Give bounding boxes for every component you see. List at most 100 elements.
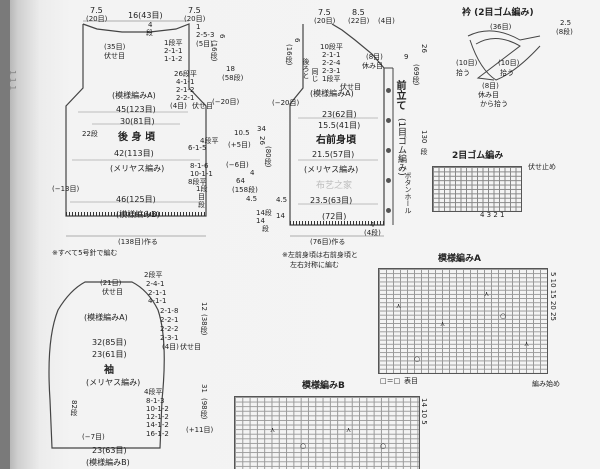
rib-chart-title: 2目ゴム編み bbox=[452, 151, 504, 161]
back-width-30: 30(81目) bbox=[120, 117, 155, 126]
sleeve-pattern-a: (模様編みA) bbox=[84, 313, 128, 322]
sleeve-outline bbox=[48, 281, 165, 449]
sleeve-plus-11: (+11目) bbox=[186, 426, 214, 434]
back-h-kake: 目 bbox=[198, 193, 205, 201]
collar-title: 衿 (2目ゴム編み) bbox=[462, 8, 534, 18]
collar-pick-10a: (10目) bbox=[456, 59, 478, 67]
front-h-4: 4 bbox=[370, 221, 375, 229]
needle-note: ※すべて5号針で編む bbox=[52, 249, 118, 257]
back-sleeve-411: 4-1-1 bbox=[176, 78, 195, 86]
back-dec-1011: 10-1-1 bbox=[190, 170, 213, 178]
binding-text: 1 1 1 bbox=[8, 70, 17, 91]
back-neck-211: 2-1-1 bbox=[164, 47, 183, 55]
sleeve-top-21: (21目) bbox=[100, 279, 122, 287]
collar-rest-label: 休み目 bbox=[478, 91, 499, 99]
sleeve-cap-222: 2-2-2 bbox=[160, 325, 179, 333]
front-side-note: 同じ bbox=[311, 68, 319, 82]
back-h-158dan: (158段) bbox=[232, 186, 258, 194]
back-sleeve-212: 2-1-2 bbox=[176, 86, 195, 94]
sleeve-cap-231: 2-3-1 bbox=[160, 334, 179, 342]
rib-chart-bind-off: 伏せ止め bbox=[528, 163, 556, 171]
back-dec-816: 8-1-6 bbox=[190, 162, 209, 170]
back-sleeve-4: (4目) bbox=[170, 102, 187, 110]
watermark-text: 布艺之家 bbox=[316, 181, 353, 191]
sleeve-width-32: 32(85目) bbox=[92, 338, 127, 347]
front-bottom-76: (76目)作る bbox=[310, 238, 346, 246]
sleeve-pattern-b: (模様編みB) bbox=[86, 458, 130, 467]
front-neck-8: (8目) bbox=[366, 53, 383, 61]
collar-outline bbox=[467, 30, 541, 81]
back-plus-5: (+5目) bbox=[228, 141, 251, 149]
front-pattern-a: (模様編みA) bbox=[310, 89, 354, 98]
front-top-85: 8.5 bbox=[352, 8, 365, 17]
pattern-a-grid bbox=[378, 268, 548, 374]
back-minus-6: (−6目) bbox=[226, 161, 249, 169]
button-4 bbox=[386, 178, 391, 183]
back-side-22dan: 22段 bbox=[82, 130, 98, 138]
front-width-235: 23.5(63目) bbox=[310, 196, 353, 205]
pattern-a-symbol-2: ⋏ bbox=[440, 320, 446, 328]
front-minus-20: (−20目) bbox=[272, 99, 300, 107]
back-neck-253: 2-5-3 bbox=[196, 31, 215, 39]
front-h-4dan: (4段) bbox=[364, 229, 381, 237]
front-neck-fuku: 伏せ目 bbox=[340, 83, 361, 91]
sleeve-cap-411: 4-1-1 bbox=[148, 297, 167, 305]
back-h-4: 4 bbox=[250, 169, 255, 177]
back-armhole-58dan: (58段) bbox=[222, 74, 244, 82]
sleeve-cap-241: 2-4-1 bbox=[146, 280, 165, 288]
sleeve-inc-1612: 16-1-2 bbox=[146, 430, 169, 438]
sleeve-inc-1212: 12-1-2 bbox=[146, 413, 169, 421]
sleeve-top-fuku: 伏せ目 bbox=[102, 288, 123, 296]
button-2 bbox=[386, 118, 391, 123]
back-neck-35: (35目) bbox=[104, 43, 126, 51]
sleeve-top-2dan: 2段平 bbox=[144, 271, 163, 279]
back-top-center-width: 16(43目) bbox=[128, 11, 163, 20]
sleeve-inc-1012: 10-1-2 bbox=[146, 405, 169, 413]
back-minus-13: (−13目) bbox=[52, 185, 80, 193]
front-neck-1dan: 1段平 bbox=[322, 75, 341, 83]
back-shoulder-6: 6 bbox=[218, 34, 226, 39]
back-h-1dan: 1段 bbox=[196, 185, 208, 193]
back-neck-5: (5目) bbox=[196, 40, 213, 48]
back-h-45: 4.5 bbox=[246, 195, 258, 203]
front-top-4: (4目) bbox=[378, 17, 395, 25]
front-top-75: 7.5 bbox=[318, 8, 331, 17]
pattern-a-title: 模様編みA bbox=[438, 254, 481, 264]
pattern-a-legend-text: 表目 bbox=[404, 377, 418, 385]
back-h-34: 34 bbox=[257, 125, 266, 133]
back-top-left-width: 7.5 bbox=[90, 6, 103, 15]
front-width-215: 21.5(57目) bbox=[312, 150, 355, 159]
pattern-a-legend-symbol: □＝□ bbox=[380, 377, 401, 385]
back-sleeve-221: 2-2-1 bbox=[176, 94, 195, 102]
pattern-a-symbol-5: ○ bbox=[414, 355, 421, 363]
back-pattern-a: (模様編みA) bbox=[112, 91, 156, 100]
collar-pick-36: (36目) bbox=[490, 23, 512, 31]
back-neck-fuku: 伏せ目 bbox=[104, 52, 125, 60]
sleeve-subtitle: (メリヤス編み) bbox=[86, 378, 141, 387]
front-hem-hatch bbox=[290, 221, 384, 225]
back-inc-4dan: 4段平 bbox=[200, 137, 219, 145]
pattern-b-symbol-1: ⋏ bbox=[270, 426, 276, 434]
front-h-45: 4.5 bbox=[276, 196, 288, 204]
sleeve-h-38dan: (38段) bbox=[200, 314, 208, 336]
front-width-155: 15.5(41目) bbox=[318, 121, 361, 130]
pattern-b-title: 模様編みB bbox=[302, 381, 345, 391]
back-body-outline bbox=[65, 23, 207, 217]
sleeve-cap-221: 2-2-1 bbox=[160, 316, 179, 324]
collar-pick-label: 拾う bbox=[456, 69, 470, 77]
back-inc-615: 6-1-5 bbox=[188, 144, 207, 152]
front-neck-211: 2-1-1 bbox=[322, 51, 341, 59]
rib-chart-grid bbox=[432, 166, 522, 212]
front-neck-224: 2-2-4 bbox=[322, 59, 341, 67]
back-shoulder-16dan: (16段) bbox=[210, 40, 218, 62]
front-band-title: 前立て bbox=[394, 80, 405, 110]
back-panel-title: 後 身 頃 bbox=[118, 132, 155, 143]
sleeve-inc-813: 8-1-3 bbox=[146, 397, 165, 405]
sleeve-width-23: 23(61目) bbox=[92, 350, 127, 359]
front-band-knit: (1目ゴム編み) bbox=[396, 118, 406, 176]
front-neck-rest: 休み目 bbox=[362, 62, 383, 70]
front-shoulder-6: 6 bbox=[293, 38, 301, 43]
back-h-dan: 段 bbox=[262, 225, 269, 233]
front-top-22: (22目) bbox=[348, 17, 370, 25]
button-3 bbox=[386, 148, 391, 153]
